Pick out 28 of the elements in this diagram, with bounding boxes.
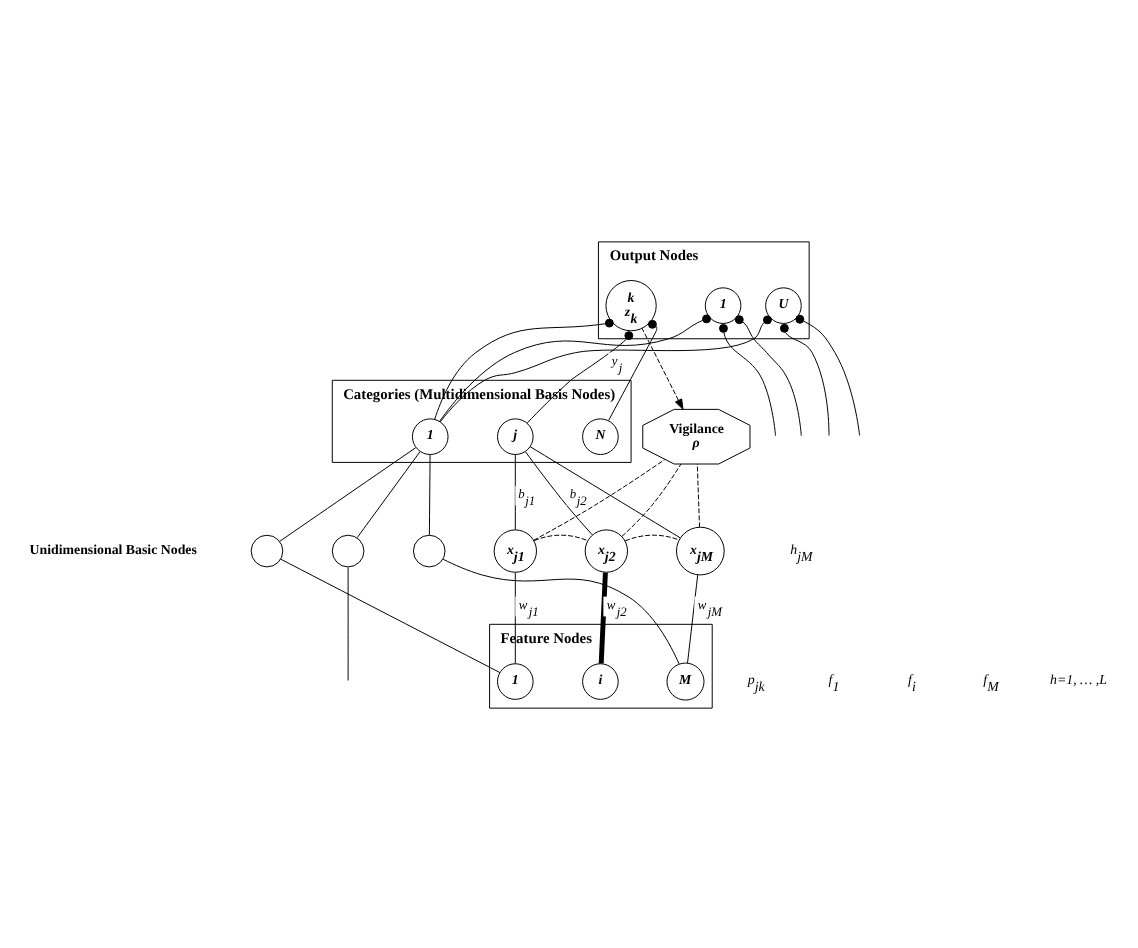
node-circle — [250, 533, 284, 567]
connector — [428, 453, 431, 535]
connector — [533, 458, 666, 540]
connector — [624, 533, 680, 541]
connector — [526, 330, 634, 423]
connector — [687, 573, 699, 663]
connector — [347, 565, 349, 680]
connector — [529, 445, 681, 538]
connector — [742, 320, 802, 436]
connector — [439, 314, 772, 422]
connector — [696, 462, 701, 527]
connector — [803, 319, 861, 436]
connector — [621, 462, 682, 536]
connector — [514, 453, 516, 530]
connector — [434, 317, 614, 419]
connector — [280, 557, 501, 673]
connector — [442, 557, 680, 664]
connector — [723, 331, 776, 436]
connector — [356, 450, 421, 538]
connector — [279, 446, 417, 541]
connector — [533, 533, 589, 541]
connector — [514, 571, 516, 663]
node-circle — [412, 533, 446, 567]
connector — [598, 571, 608, 663]
arrow — [641, 326, 684, 409]
connector — [784, 330, 830, 436]
connector — [439, 313, 711, 421]
node-circle — [331, 533, 365, 567]
